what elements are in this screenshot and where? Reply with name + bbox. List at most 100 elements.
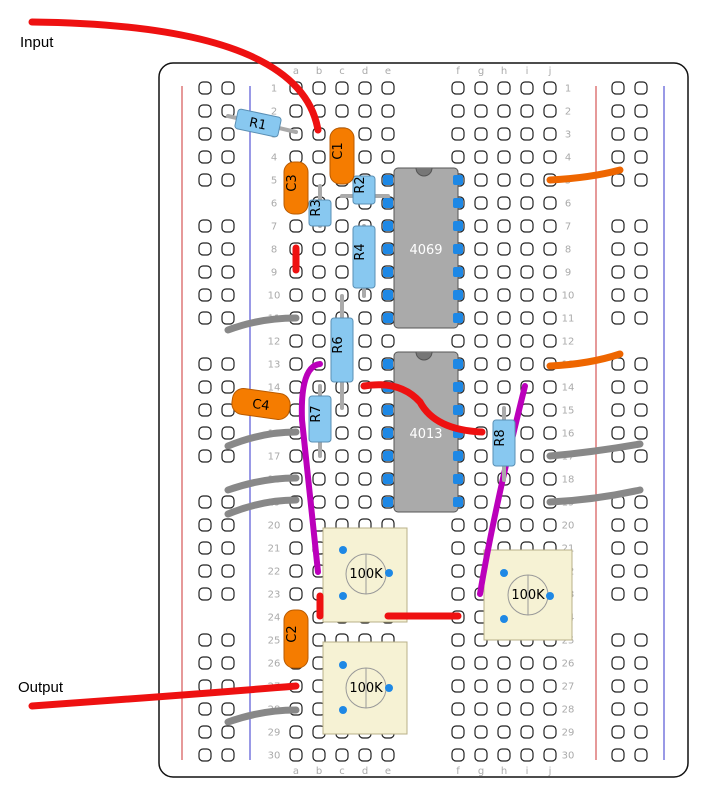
resistor-r8-label: R8 bbox=[493, 429, 508, 446]
hole bbox=[543, 150, 557, 164]
hole bbox=[497, 702, 511, 716]
rail-hole bbox=[198, 357, 212, 371]
capacitor-c4-label: C4 bbox=[251, 397, 270, 414]
ic-pin bbox=[383, 359, 393, 369]
hole bbox=[497, 242, 511, 256]
ic-pin bbox=[453, 313, 463, 323]
hole bbox=[312, 334, 326, 348]
hole bbox=[474, 242, 488, 256]
hole bbox=[497, 679, 511, 693]
rail-hole bbox=[634, 564, 648, 578]
hole bbox=[474, 495, 488, 509]
hole bbox=[497, 357, 511, 371]
hole bbox=[289, 150, 303, 164]
hole bbox=[543, 702, 557, 716]
column-label: i bbox=[526, 766, 529, 777]
resistor-r8: R8 bbox=[492, 419, 516, 467]
hole bbox=[497, 334, 511, 348]
rail-hole bbox=[634, 127, 648, 141]
hole bbox=[497, 104, 511, 118]
ic-pin bbox=[383, 267, 393, 277]
rail-hole bbox=[221, 219, 235, 233]
hole bbox=[474, 403, 488, 417]
hole bbox=[543, 380, 557, 394]
hole bbox=[289, 587, 303, 601]
row-label: 25 bbox=[268, 636, 281, 647]
ic-pin bbox=[383, 221, 393, 231]
rail-hole bbox=[198, 495, 212, 509]
orange-wires bbox=[546, 166, 624, 370]
rail-hole bbox=[611, 81, 625, 95]
rail-hole bbox=[221, 311, 235, 325]
hole bbox=[312, 288, 326, 302]
rail-hole bbox=[634, 81, 648, 95]
capacitor-c3-label: C3 bbox=[285, 174, 300, 191]
rail-hole bbox=[198, 380, 212, 394]
hole bbox=[335, 196, 349, 210]
potentiometer-2-label: 100K bbox=[511, 588, 545, 603]
rail-hole bbox=[221, 127, 235, 141]
row-label: 12 bbox=[268, 337, 281, 348]
ic-pin bbox=[383, 405, 393, 415]
rail-hole bbox=[634, 311, 648, 325]
row-label: 8 bbox=[565, 245, 571, 256]
hole bbox=[543, 679, 557, 693]
rail-hole bbox=[634, 633, 648, 647]
hole bbox=[474, 219, 488, 233]
hole bbox=[497, 196, 511, 210]
hole bbox=[474, 518, 488, 532]
rail-hole bbox=[198, 702, 212, 716]
rail-hole bbox=[221, 288, 235, 302]
column-label: b bbox=[316, 66, 322, 77]
hole bbox=[520, 81, 534, 95]
hole bbox=[451, 679, 465, 693]
hole bbox=[474, 127, 488, 141]
rail-hole bbox=[198, 150, 212, 164]
rail-hole bbox=[198, 633, 212, 647]
column-label: j bbox=[548, 66, 552, 77]
rail-hole bbox=[611, 587, 625, 601]
ic-pin bbox=[383, 474, 393, 484]
rail-hole bbox=[221, 265, 235, 279]
ic-4069: 4069 bbox=[383, 167, 463, 329]
hole bbox=[497, 127, 511, 141]
row-label: 15 bbox=[562, 406, 575, 417]
rail-hole bbox=[198, 311, 212, 325]
input-wire bbox=[28, 18, 322, 134]
row-label: 24 bbox=[268, 613, 281, 624]
hole bbox=[497, 219, 511, 233]
capacitor-c2: C2 bbox=[283, 609, 309, 669]
ic-pin bbox=[383, 451, 393, 461]
hole bbox=[474, 357, 488, 371]
ic-pin bbox=[453, 474, 463, 484]
output-label: Output bbox=[18, 679, 64, 696]
hole bbox=[543, 403, 557, 417]
rail-hole bbox=[198, 449, 212, 463]
rail-hole bbox=[611, 679, 625, 693]
hole bbox=[520, 173, 534, 187]
resistor-r1-label: R1 bbox=[248, 115, 268, 133]
hole bbox=[474, 334, 488, 348]
hole bbox=[289, 725, 303, 739]
ic-4069-label: 4069 bbox=[409, 243, 442, 258]
rail-hole bbox=[221, 426, 235, 440]
hole bbox=[289, 104, 303, 118]
resistor-r2-label: R2 bbox=[353, 176, 368, 193]
output-wire bbox=[28, 682, 300, 710]
capacitor-c2-label: C2 bbox=[285, 625, 300, 642]
hole bbox=[520, 219, 534, 233]
rail-hole bbox=[634, 288, 648, 302]
rail-hole bbox=[634, 357, 648, 371]
column-label: d bbox=[362, 66, 368, 77]
hole bbox=[474, 725, 488, 739]
hole bbox=[520, 265, 534, 279]
hole bbox=[312, 748, 326, 762]
rail-hole bbox=[221, 173, 235, 187]
rail-hole bbox=[611, 518, 625, 532]
rail-hole bbox=[221, 81, 235, 95]
capacitor-c1-label: C1 bbox=[331, 142, 346, 159]
rail-hole bbox=[198, 242, 212, 256]
capacitor-c4: C4 bbox=[231, 388, 291, 420]
rail-hole bbox=[221, 150, 235, 164]
